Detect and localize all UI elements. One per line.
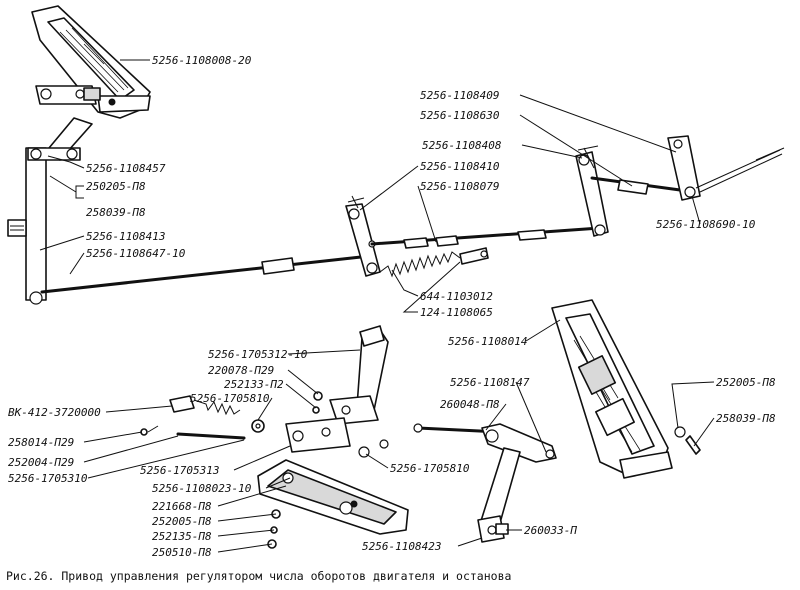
label-258039-left: 258039-П8	[86, 206, 146, 219]
lever-right	[575, 145, 609, 237]
lever-1108147	[413, 423, 557, 463]
label-221668: 221668-П8	[152, 500, 212, 513]
label-1108457: 5256-1108457	[86, 162, 166, 175]
stop-lever-assembly	[251, 325, 389, 458]
label-1108408: 5256-1108408	[422, 139, 502, 152]
label-1108413: 5256-1108413	[86, 230, 165, 243]
label-1108023-10: 5256-1108023-10	[152, 482, 252, 495]
label-252133: 252133-П2	[224, 378, 284, 391]
label-258014: 258014-П29	[8, 436, 74, 449]
accelerator-pedal-upper	[31, 5, 151, 119]
figure-caption: Рис.26. Привод управления регулятором чи…	[6, 569, 511, 583]
label-1108409: 5256-1108409	[420, 89, 499, 102]
label-1705310: 5256-1705310	[8, 472, 88, 485]
label-124-1108065: 124-1108065	[420, 306, 493, 319]
cable-vk412	[140, 395, 246, 440]
label-1108079: 5256-1108079	[420, 180, 499, 193]
part-labels: 5256-1108008-20 5256-1108457 250205-П8 2…	[8, 54, 776, 559]
label-1705810-lower: 5256-1705810	[390, 462, 470, 475]
label-258039-right: 258039-П8	[716, 412, 776, 425]
label-252004: 252004-П29	[8, 456, 74, 469]
label-252005-right: 252005-П8	[716, 376, 776, 389]
label-1108008-20: 5256-1108008-20	[152, 54, 252, 67]
label-1108423: 5256-1108423	[362, 540, 441, 553]
lever-1108423	[477, 447, 521, 543]
label-252135: 252135-П8	[152, 530, 212, 543]
label-vk412: ВК-412-3720000	[8, 406, 101, 419]
label-252005-left: 252005-П8	[152, 515, 212, 528]
label-1108410: 5256-1108410	[420, 160, 500, 173]
pedal-lower-right	[551, 299, 673, 479]
label-250205: 250205-П8	[86, 180, 146, 193]
bell-crank	[667, 135, 785, 201]
label-260048: 260048-П8	[440, 398, 500, 411]
label-1108647-10: 5256-1108647-10	[86, 247, 186, 260]
label-1108690-10: 5256-1108690-10	[656, 218, 756, 231]
base-plate	[257, 459, 409, 549]
label-1108014: 5256-1108014	[448, 335, 527, 348]
label-1108630: 5256-1108630	[420, 109, 500, 122]
leader-lines	[39, 59, 715, 553]
label-1108147: 5256-1108147	[450, 376, 530, 389]
label-1705313: 5256-1705313	[140, 464, 219, 477]
return-spring	[379, 247, 489, 278]
label-220078: 220078-П29	[208, 364, 274, 377]
rod-middle	[370, 226, 602, 249]
label-1705810-upper: 5256-1705810	[190, 392, 270, 405]
label-260033: 260033-П	[524, 524, 577, 537]
lever-left-vertical	[7, 117, 93, 305]
pin-clip-right	[674, 426, 701, 455]
label-250510: 250510-П8	[152, 546, 212, 559]
label-1705312-10: 5256-1705312-10	[208, 348, 308, 361]
long-rod	[40, 254, 372, 294]
rod-upper-right	[590, 176, 682, 195]
label-644-1103012: 644-1103012	[420, 290, 493, 303]
